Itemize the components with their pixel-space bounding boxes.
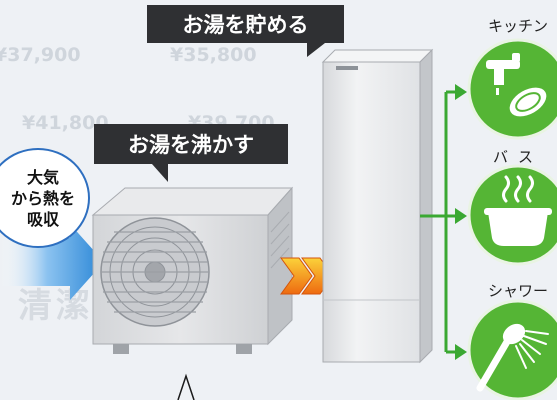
faucet-icon xyxy=(486,53,520,95)
heat-pump-unit xyxy=(91,186,294,354)
boil-hot-water-callout: お湯を沸かす xyxy=(94,124,288,182)
absorb-heat-line2: から熱を xyxy=(10,188,75,208)
bg-price: ¥41,800 xyxy=(22,112,109,134)
bg-kanji: 清潔 xyxy=(18,286,94,326)
kitchen-label: キッチン xyxy=(487,17,548,35)
kitchen-circle xyxy=(467,38,557,140)
callout-tail xyxy=(152,164,168,182)
absorb-heat-line3: 吸収 xyxy=(26,209,59,229)
distribution-arrows xyxy=(420,90,456,354)
distribution-arrowheads xyxy=(455,84,467,360)
shower-circle xyxy=(467,299,557,400)
shower-icon xyxy=(476,323,549,392)
boil-hot-water-text: お湯を沸かす xyxy=(128,133,254,157)
bg-price: ¥35,800 xyxy=(170,44,257,66)
fan-grille xyxy=(100,217,210,327)
absorb-heat-line1: 大気 xyxy=(26,167,59,187)
storage-tank xyxy=(321,48,434,364)
bath-label: バス xyxy=(492,148,543,166)
bathtub-icon xyxy=(484,175,552,246)
absorb-heat-circle: 大気 から熱を 吸収 xyxy=(0,148,90,248)
store-hot-water-text: お湯を貯める xyxy=(182,13,309,37)
bg-price: ¥37,900 xyxy=(0,44,81,66)
store-hot-water-callout: お湯を貯める xyxy=(147,5,344,57)
callout-tail xyxy=(307,43,325,57)
bath-circle xyxy=(467,164,557,266)
shower-label: シャワー xyxy=(487,282,548,300)
pointer-marker xyxy=(177,373,195,400)
